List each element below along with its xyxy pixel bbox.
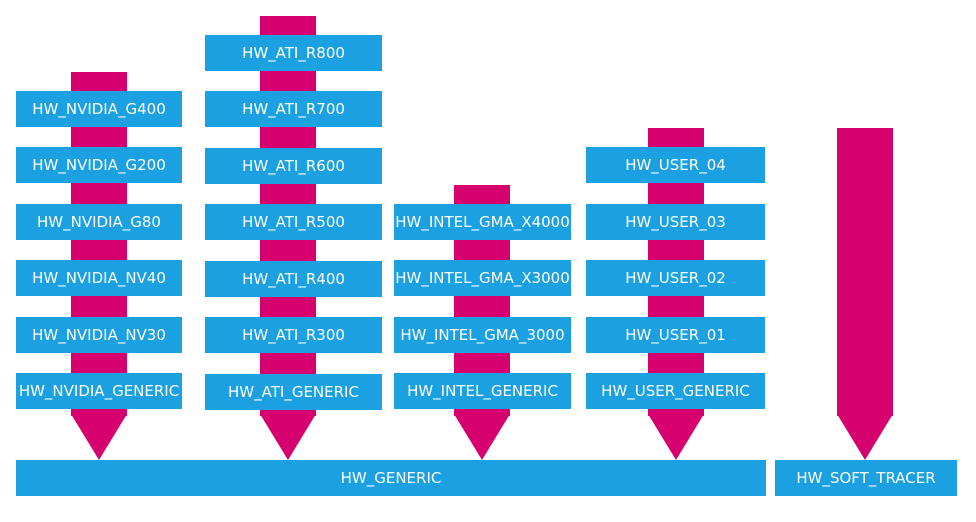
box-hw-generic: HW_GENERIC [16,460,766,496]
box-nvidia-generic: HW_NVIDIA_GENERIC [16,373,182,409]
user-arrowhead [648,414,704,460]
nvidia-arrow-stem [71,72,127,416]
box-ati-r300: HW_ATI_R300 [205,317,382,353]
box-user-generic: HW_USER_GENERIC [586,373,765,409]
soft-tracer-arrowhead [837,414,893,460]
intel-arrowhead [454,414,510,460]
ati-arrowhead [260,414,316,460]
box-intel-gma-x3000: HW_INTEL_GMA_X3000 [394,260,571,296]
box-nvidia-g80: HW_NVIDIA_G80 [16,204,182,240]
box-ati-r700: HW_ATI_R700 [205,91,382,127]
box-hw-soft-tracer: HW_SOFT_TRACER [775,460,957,496]
box-ati-generic: HW_ATI_GENERIC [205,374,382,410]
box-nvidia-g400: HW_NVIDIA_G400 [16,91,182,127]
box-nvidia-g200: HW_NVIDIA_G200 [16,147,182,183]
box-user-02: HW_USER_02 [586,260,765,296]
box-ati-r500: HW_ATI_R500 [205,204,382,240]
box-intel-generic: HW_INTEL_GENERIC [394,373,571,409]
box-ati-r800: HW_ATI_R800 [205,35,382,71]
box-intel-gma-x4000: HW_INTEL_GMA_X4000 [394,204,571,240]
soft-tracer-arrow-stem [837,128,893,416]
box-ati-r400: HW_ATI_R400 [205,261,382,297]
box-ati-r600: HW_ATI_R600 [205,148,382,184]
box-user-03: HW_USER_03 [586,204,765,240]
box-nvidia-nv30: HW_NVIDIA_NV30 [16,317,182,353]
box-intel-gma-3000: HW_INTEL_GMA_3000 [394,317,571,353]
box-nvidia-nv40: HW_NVIDIA_NV40 [16,260,182,296]
nvidia-arrowhead [71,414,127,460]
box-user-04: HW_USER_04 [586,147,765,183]
box-user-01: HW_USER_01 [586,317,765,353]
